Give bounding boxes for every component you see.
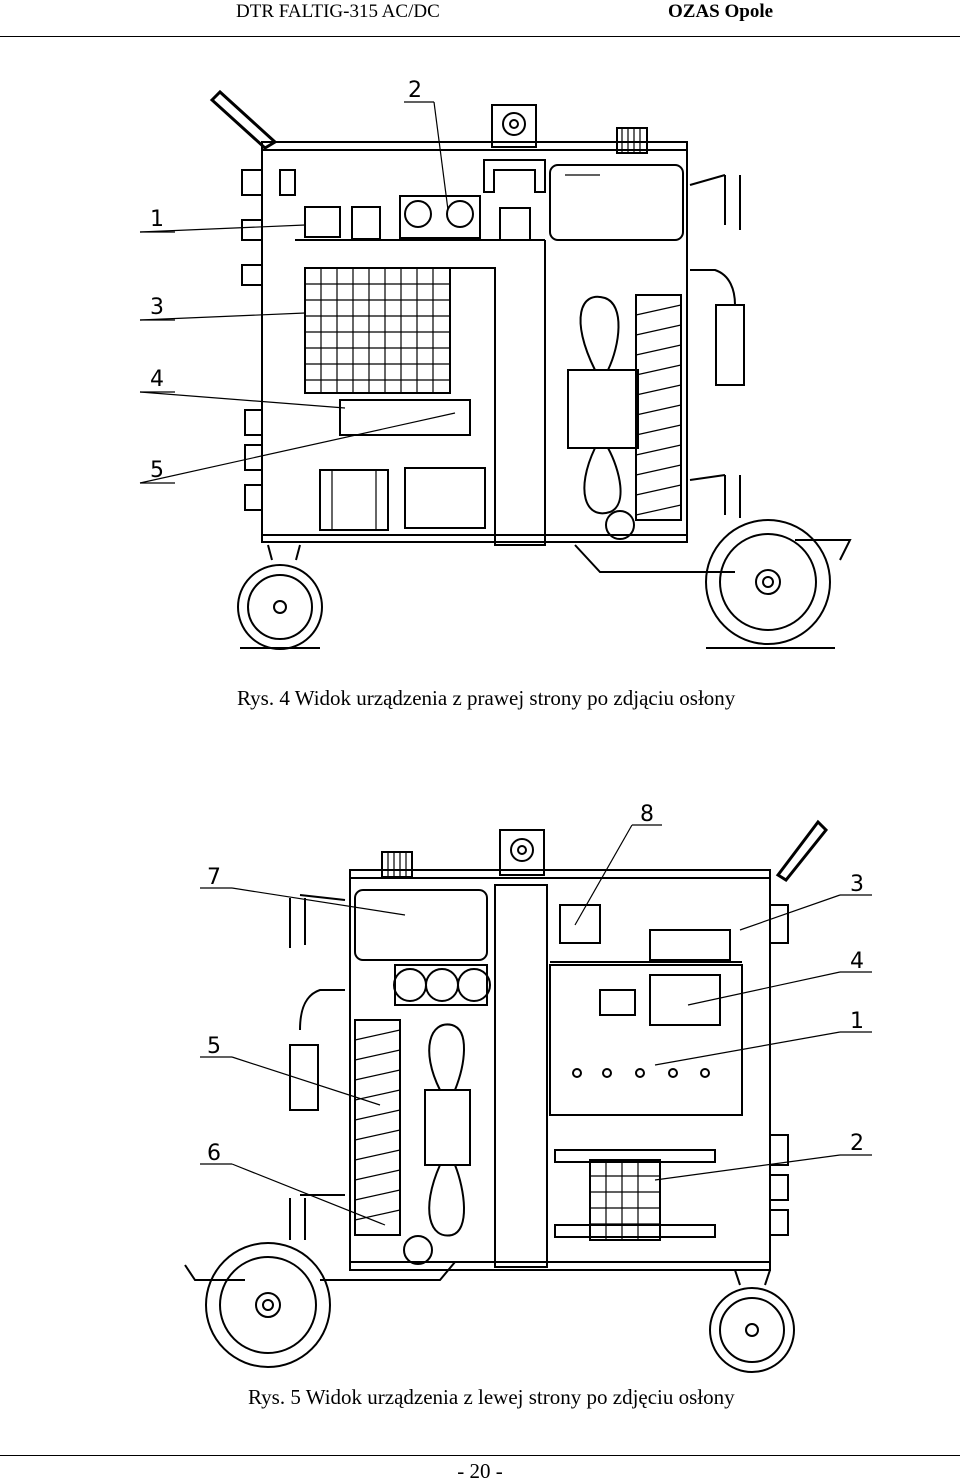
drawing-left-view: 1 2 3 4 5 6 7 8 bbox=[184, 802, 872, 1373]
callout-7: 7 bbox=[207, 865, 221, 890]
page-header: DTR FALTIG-315 AC/DC OZAS Opole bbox=[0, 0, 960, 40]
page-number: - 20 - bbox=[457, 1459, 503, 1483]
figure-left-view: 1 2 3 4 5 6 7 8 bbox=[0, 795, 960, 1380]
callout-3: 3 bbox=[850, 872, 864, 897]
callout-4: 4 bbox=[150, 367, 164, 392]
callout-1: 1 bbox=[850, 1009, 864, 1034]
header-rule bbox=[0, 36, 960, 37]
callout-4: 4 bbox=[850, 949, 864, 974]
figure-4-caption: Rys. 4 Widok urządzenia z prawej strony … bbox=[237, 686, 736, 710]
callout-2: 2 bbox=[408, 78, 422, 103]
callout-2: 2 bbox=[850, 1131, 864, 1156]
callout-3: 3 bbox=[150, 295, 164, 320]
drawing-right-view: 1 2 3 4 5 bbox=[139, 78, 852, 650]
document-title: DTR FALTIG-315 AC/DC bbox=[236, 1, 440, 22]
callout-8: 8 bbox=[640, 802, 654, 827]
figure-5-caption: Rys. 5 Widok urządzenia z lewej strony p… bbox=[248, 1385, 735, 1409]
callout-5: 5 bbox=[207, 1034, 221, 1059]
callout-5: 5 bbox=[150, 458, 164, 483]
figure-right-view: 1 2 3 4 5 bbox=[0, 60, 960, 660]
callout-6: 6 bbox=[207, 1141, 221, 1166]
callout-1: 1 bbox=[150, 207, 164, 232]
company-name: OZAS Opole bbox=[668, 1, 774, 22]
footer-rule bbox=[0, 1455, 960, 1456]
